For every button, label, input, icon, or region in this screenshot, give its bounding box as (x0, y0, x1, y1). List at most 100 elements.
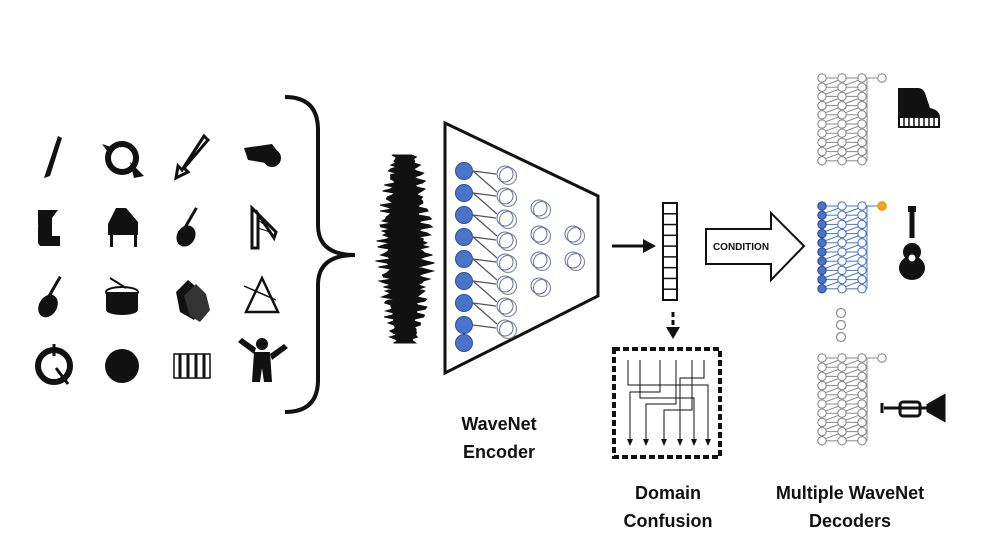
decoder-node (837, 128, 847, 138)
encoder-input-node (455, 272, 473, 290)
encoder-hidden-node-ring (496, 209, 514, 227)
encoder-connection (472, 258, 498, 281)
decoder-node (817, 210, 827, 220)
decoder-connection (824, 143, 840, 151)
decoder-node (817, 238, 827, 248)
decoder-node (817, 119, 827, 129)
xylophone-icon (173, 353, 211, 379)
decoder-node (857, 146, 867, 157)
decoder-connection (844, 405, 860, 412)
decoder-connection (844, 423, 860, 431)
decoder-node (857, 100, 867, 111)
decoder-node (857, 228, 867, 239)
decoder-connection (824, 359, 840, 366)
tambourine-icon (105, 349, 139, 383)
encoder-connection (472, 214, 497, 219)
decoder-node (837, 73, 847, 83)
decoder-node (857, 362, 867, 372)
encoder-connection (472, 236, 497, 241)
decoder-node (817, 284, 827, 294)
decoder-node (817, 399, 827, 409)
audio-waveform (375, 154, 436, 344)
decoder-node (857, 408, 867, 418)
encoder-input-node (455, 206, 473, 224)
decoder-connection (824, 405, 840, 412)
decoder-node (837, 436, 847, 446)
decoder-connection (844, 207, 860, 214)
decoder-connection (844, 262, 860, 269)
confusion-label-line2: Confusion (624, 511, 713, 531)
encoder-input-node (455, 334, 473, 352)
encoder-hidden-node-ring (496, 319, 514, 337)
decoder-node (837, 238, 847, 248)
decoder-node (837, 284, 847, 294)
decoder-connection (824, 79, 840, 86)
decoder-node (857, 256, 867, 266)
harp-icon (250, 204, 278, 250)
encoder-connection (472, 258, 497, 263)
decoder-node (817, 91, 827, 102)
confusion-label-line1: Domain (635, 483, 701, 503)
encoder-input-node (455, 294, 473, 312)
decoder-connection (824, 153, 840, 160)
decoder-node (817, 247, 827, 257)
decoder-node (837, 82, 847, 92)
condition-arrow: CONDITION (705, 210, 806, 283)
encoder-label-line1: WaveNet (461, 414, 536, 434)
decoder-connection (824, 216, 840, 223)
decoder-node (857, 110, 867, 120)
decoder-node (857, 426, 867, 437)
decoder-node (817, 353, 827, 363)
latent-to-confusion-arrow (666, 312, 680, 339)
decoder-node (857, 210, 867, 220)
decoder-connection (844, 281, 860, 288)
decoder-node (837, 426, 847, 437)
decoder-node (857, 73, 867, 83)
decoder-node (857, 247, 867, 257)
decoder-connection (824, 225, 840, 233)
encoder-hidden-node-ring (496, 165, 514, 183)
decoder-connection (844, 116, 860, 123)
decoder-connection (844, 97, 860, 105)
decoder-connection (844, 134, 860, 141)
decoder-node (877, 73, 887, 83)
decoder-guitar-icon (899, 206, 925, 280)
encoder-input-node (455, 250, 473, 268)
trumpet-decoder (817, 353, 887, 446)
decoder-node (837, 408, 847, 418)
clapping-hands-icon (176, 280, 210, 322)
latent-vector (662, 202, 678, 301)
latent-vector-frame (662, 202, 678, 301)
decoder-node (837, 210, 847, 220)
decoder-node (817, 201, 827, 211)
encoder-label-line2: Encoder (463, 442, 535, 462)
decoder-node (857, 284, 867, 294)
decoder-node (837, 91, 847, 102)
decoder-node (857, 156, 867, 166)
decoder-connection (824, 244, 840, 251)
encoder-input-node (455, 184, 473, 202)
decoder-connection (844, 225, 860, 233)
encoder-hidden-node-ring (496, 253, 514, 271)
decoder-node (837, 146, 847, 157)
decoder-node (857, 238, 867, 248)
french-horn-icon (102, 141, 144, 178)
decoder-node (817, 156, 827, 166)
conductor-icon (238, 338, 288, 382)
encoder-hidden-node-ring (530, 277, 548, 295)
encoder-trapezoid (443, 120, 600, 376)
decoder-node (837, 201, 847, 211)
encoder-hidden-node-ring (564, 225, 582, 243)
decoder-node (857, 201, 867, 211)
decoder-node (877, 353, 887, 363)
decoder-connection (844, 433, 860, 440)
decoder-node (857, 436, 867, 446)
decoder-connection (824, 368, 840, 375)
decoder-node (817, 426, 827, 437)
decoder-node (837, 247, 847, 257)
decoder-node (857, 399, 867, 409)
decoder-node (817, 110, 827, 120)
decoder-connection (824, 107, 840, 114)
decoder-connection (824, 396, 840, 403)
decoder-node (837, 156, 847, 166)
